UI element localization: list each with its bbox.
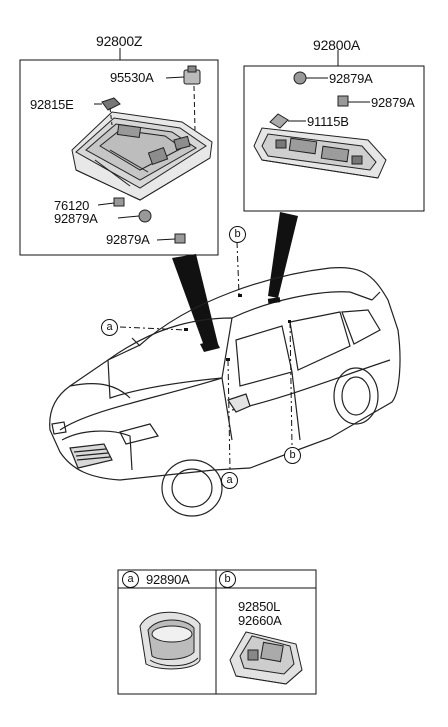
assembly-label-92800a: 92800A bbox=[313, 37, 361, 53]
part-92879a-left-1-drawing bbox=[138, 209, 152, 223]
part-label-92879a-right-2: 92879A bbox=[371, 95, 415, 110]
callout-a-upper: a bbox=[101, 319, 118, 336]
part-92879a-left-2-drawing bbox=[174, 233, 186, 244]
left-assembly-frame bbox=[19, 59, 219, 256]
legend-table bbox=[117, 569, 317, 695]
part-92879a-right-1-drawing bbox=[293, 71, 307, 85]
part-92890a-drawing bbox=[139, 611, 201, 670]
part-label-92879a-left-2: 92879A bbox=[106, 232, 150, 247]
legend-b-part-2: 92660A bbox=[238, 613, 282, 628]
part-92879a-right-2-drawing bbox=[337, 95, 349, 107]
lamp-location-map bbox=[267, 297, 281, 304]
lamp-location-a-lower bbox=[226, 358, 230, 361]
legend-a-part: 92890A bbox=[146, 572, 190, 587]
part-label-92815e: 92815E bbox=[30, 97, 74, 112]
part-label-76120: 76120 bbox=[54, 198, 90, 213]
lamp-location-b-rear bbox=[288, 320, 291, 323]
callout-b-lower: b bbox=[284, 447, 301, 464]
assembly-label-92800z: 92800Z bbox=[96, 33, 143, 49]
pointer-wedge-left bbox=[172, 254, 218, 346]
car-drawing bbox=[49, 267, 401, 517]
right-assembly-group bbox=[243, 50, 425, 212]
part-92850l-drawing bbox=[229, 631, 303, 685]
right-assembly-frame bbox=[243, 65, 425, 212]
map-lamp-housing-drawing bbox=[253, 127, 387, 179]
callout-b-upper: b bbox=[229, 226, 246, 243]
part-label-91115b: 91115B bbox=[307, 114, 349, 129]
lamp-location-b-front bbox=[238, 294, 242, 297]
part-label-92879a-left-1: 92879A bbox=[54, 211, 98, 226]
lamp-location-overhead bbox=[200, 340, 220, 352]
pointer-wedge-right bbox=[268, 212, 298, 298]
callout-leaders bbox=[119, 241, 293, 471]
part-76120-drawing bbox=[113, 197, 125, 207]
part-95530a-drawing bbox=[183, 65, 201, 85]
overhead-console-drawing bbox=[71, 111, 213, 201]
legend-a-marker: a bbox=[122, 571, 139, 588]
legend-b-part-1: 92850L bbox=[238, 599, 281, 614]
part-91115b-drawing bbox=[269, 113, 289, 129]
callout-a-lower: a bbox=[221, 472, 238, 489]
part-92815e-drawing bbox=[101, 97, 121, 111]
left-assembly-group bbox=[19, 48, 219, 256]
legend-b-marker: b bbox=[219, 571, 236, 588]
part-label-92879a-right-1: 92879A bbox=[329, 71, 373, 86]
part-label-95530a: 95530A bbox=[110, 70, 154, 85]
